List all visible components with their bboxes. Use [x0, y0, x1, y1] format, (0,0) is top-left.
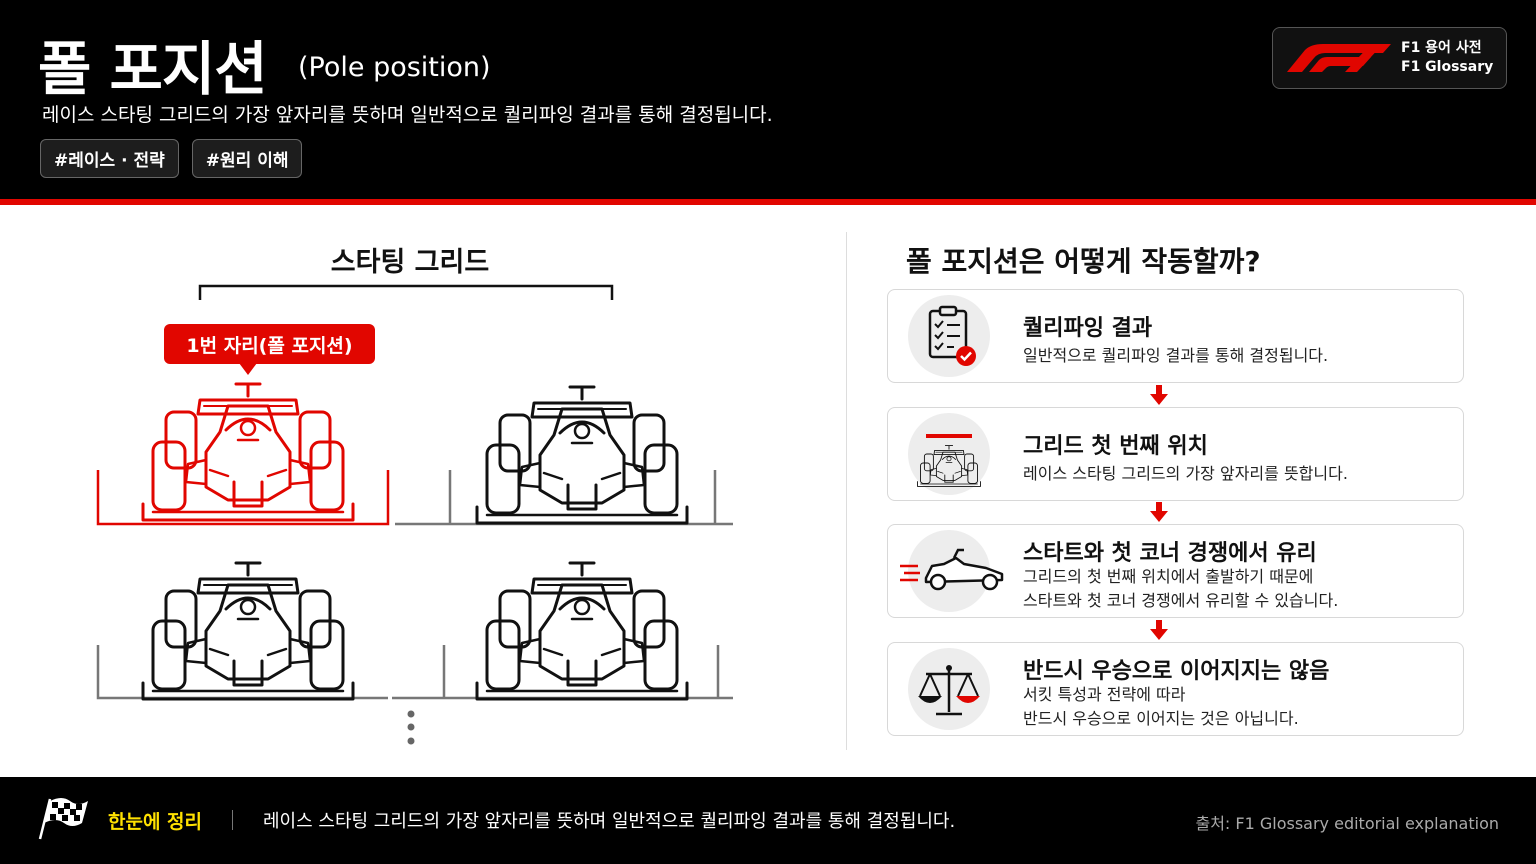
- step-card-first-grid: 그리드 첫 번째 위치 레이스 스타팅 그리드의 가장 앞자리를 뜻합니다.: [887, 407, 1464, 501]
- clipboard-check-icon: [908, 295, 990, 377]
- starting-grid-diagram: [96, 382, 733, 745]
- checkered-flag-icon: [38, 798, 88, 840]
- summary-label: 한눈에 정리: [108, 811, 203, 833]
- more-dots-icon: [407, 710, 415, 745]
- speeding-car-icon: [900, 530, 1004, 612]
- grid-slot-1: [96, 470, 390, 526]
- balance-scale-icon: [908, 648, 990, 730]
- arrow-down-icon: [1150, 502, 1168, 522]
- summary-text: 레이스 스타팅 그리드의 가장 앞자리를 뜻하며 일반적으로 퀄리파잉 결과를 …: [263, 811, 956, 832]
- how-it-works-title: 폴 포지션은 어떻게 작동할까?: [906, 245, 1261, 278]
- f1-logo-icon: [1287, 44, 1391, 72]
- step-card-start-advantage: 스타트와 첫 코너 경쟁에서 유리 그리드의 첫 번째 위치에서 출발하기 때문…: [887, 524, 1464, 618]
- accent-divider: [0, 199, 1536, 205]
- grid-title: 스타팅 그리드: [330, 247, 490, 278]
- car-2-icon: [475, 385, 689, 525]
- grid-bracket: [198, 284, 614, 300]
- car-4-icon: [475, 561, 689, 701]
- tag-principle[interactable]: #원리 이해: [191, 139, 303, 178]
- page-subtitle: (Pole position): [298, 52, 491, 83]
- pole-car-icon: [141, 382, 355, 522]
- front-car-icon: [908, 413, 990, 495]
- header: 폴 포지션 (Pole position) 레이스 스타팅 그리드의 가장 앞자…: [0, 0, 1536, 199]
- tag-list: #레이스 · 전략 #원리 이해: [40, 139, 303, 178]
- panel-divider: [846, 232, 847, 750]
- arrow-down-icon: [1150, 620, 1168, 640]
- step-title: 스타트와 첫 코너 경쟁에서 유리: [1023, 541, 1317, 566]
- arrow-down-icon: [1150, 385, 1168, 405]
- pole-position-callout: 1번 자리(폴 포지션): [164, 324, 375, 364]
- callout-pointer: [239, 363, 257, 375]
- step-title: 퀄리파잉 결과: [1023, 316, 1153, 341]
- step-description-line-2: 반드시 우승으로 이어지는 것은 아닙니다.: [1023, 709, 1299, 728]
- step-description-line-2: 스타트와 첫 코너 경쟁에서 유리할 수 있습니다.: [1023, 591, 1339, 610]
- step-card-not-guaranteed: 반드시 우승으로 이어지지는 않음 서킷 특성과 전략에 따라 반드시 우승으로…: [887, 642, 1464, 736]
- footer: 한눈에 정리 레이스 스타팅 그리드의 가장 앞자리를 뜻하며 일반적으로 퀄리…: [0, 777, 1536, 864]
- step-description: 레이스 스타팅 그리드의 가장 앞자리를 뜻합니다.: [1023, 464, 1348, 483]
- badge-text: F1 용어 사전 F1 Glossary: [1401, 39, 1493, 77]
- page-description: 레이스 스타팅 그리드의 가장 앞자리를 뜻하며 일반적으로 퀄리파잉 결과를 …: [42, 104, 773, 126]
- badge-line-1: F1 용어 사전: [1401, 40, 1482, 56]
- page-title: 폴 포지션: [38, 35, 268, 103]
- step-title: 그리드 첫 번째 위치: [1023, 434, 1208, 459]
- footer-separator: [232, 810, 233, 830]
- car-3-icon: [141, 561, 355, 701]
- step-description: 일반적으로 퀄리파잉 결과를 통해 결정됩니다.: [1023, 346, 1329, 365]
- badge-line-2: F1 Glossary: [1401, 59, 1494, 75]
- step-card-qualifying: 퀄리파잉 결과 일반적으로 퀄리파잉 결과를 통해 결정됩니다.: [887, 289, 1464, 383]
- step-title: 반드시 우승으로 이어지지는 않음: [1023, 659, 1330, 684]
- glossary-badge: F1 용어 사전 F1 Glossary: [1272, 27, 1507, 89]
- step-description-line-1: 그리드의 첫 번째 위치에서 출발하기 때문에: [1023, 567, 1314, 586]
- source-credit: 출처: F1 Glossary editorial explanation: [1195, 814, 1499, 833]
- tag-race-strategy[interactable]: #레이스 · 전략: [40, 139, 179, 178]
- step-description-line-1: 서킷 특성과 전략에 따라: [1023, 685, 1186, 704]
